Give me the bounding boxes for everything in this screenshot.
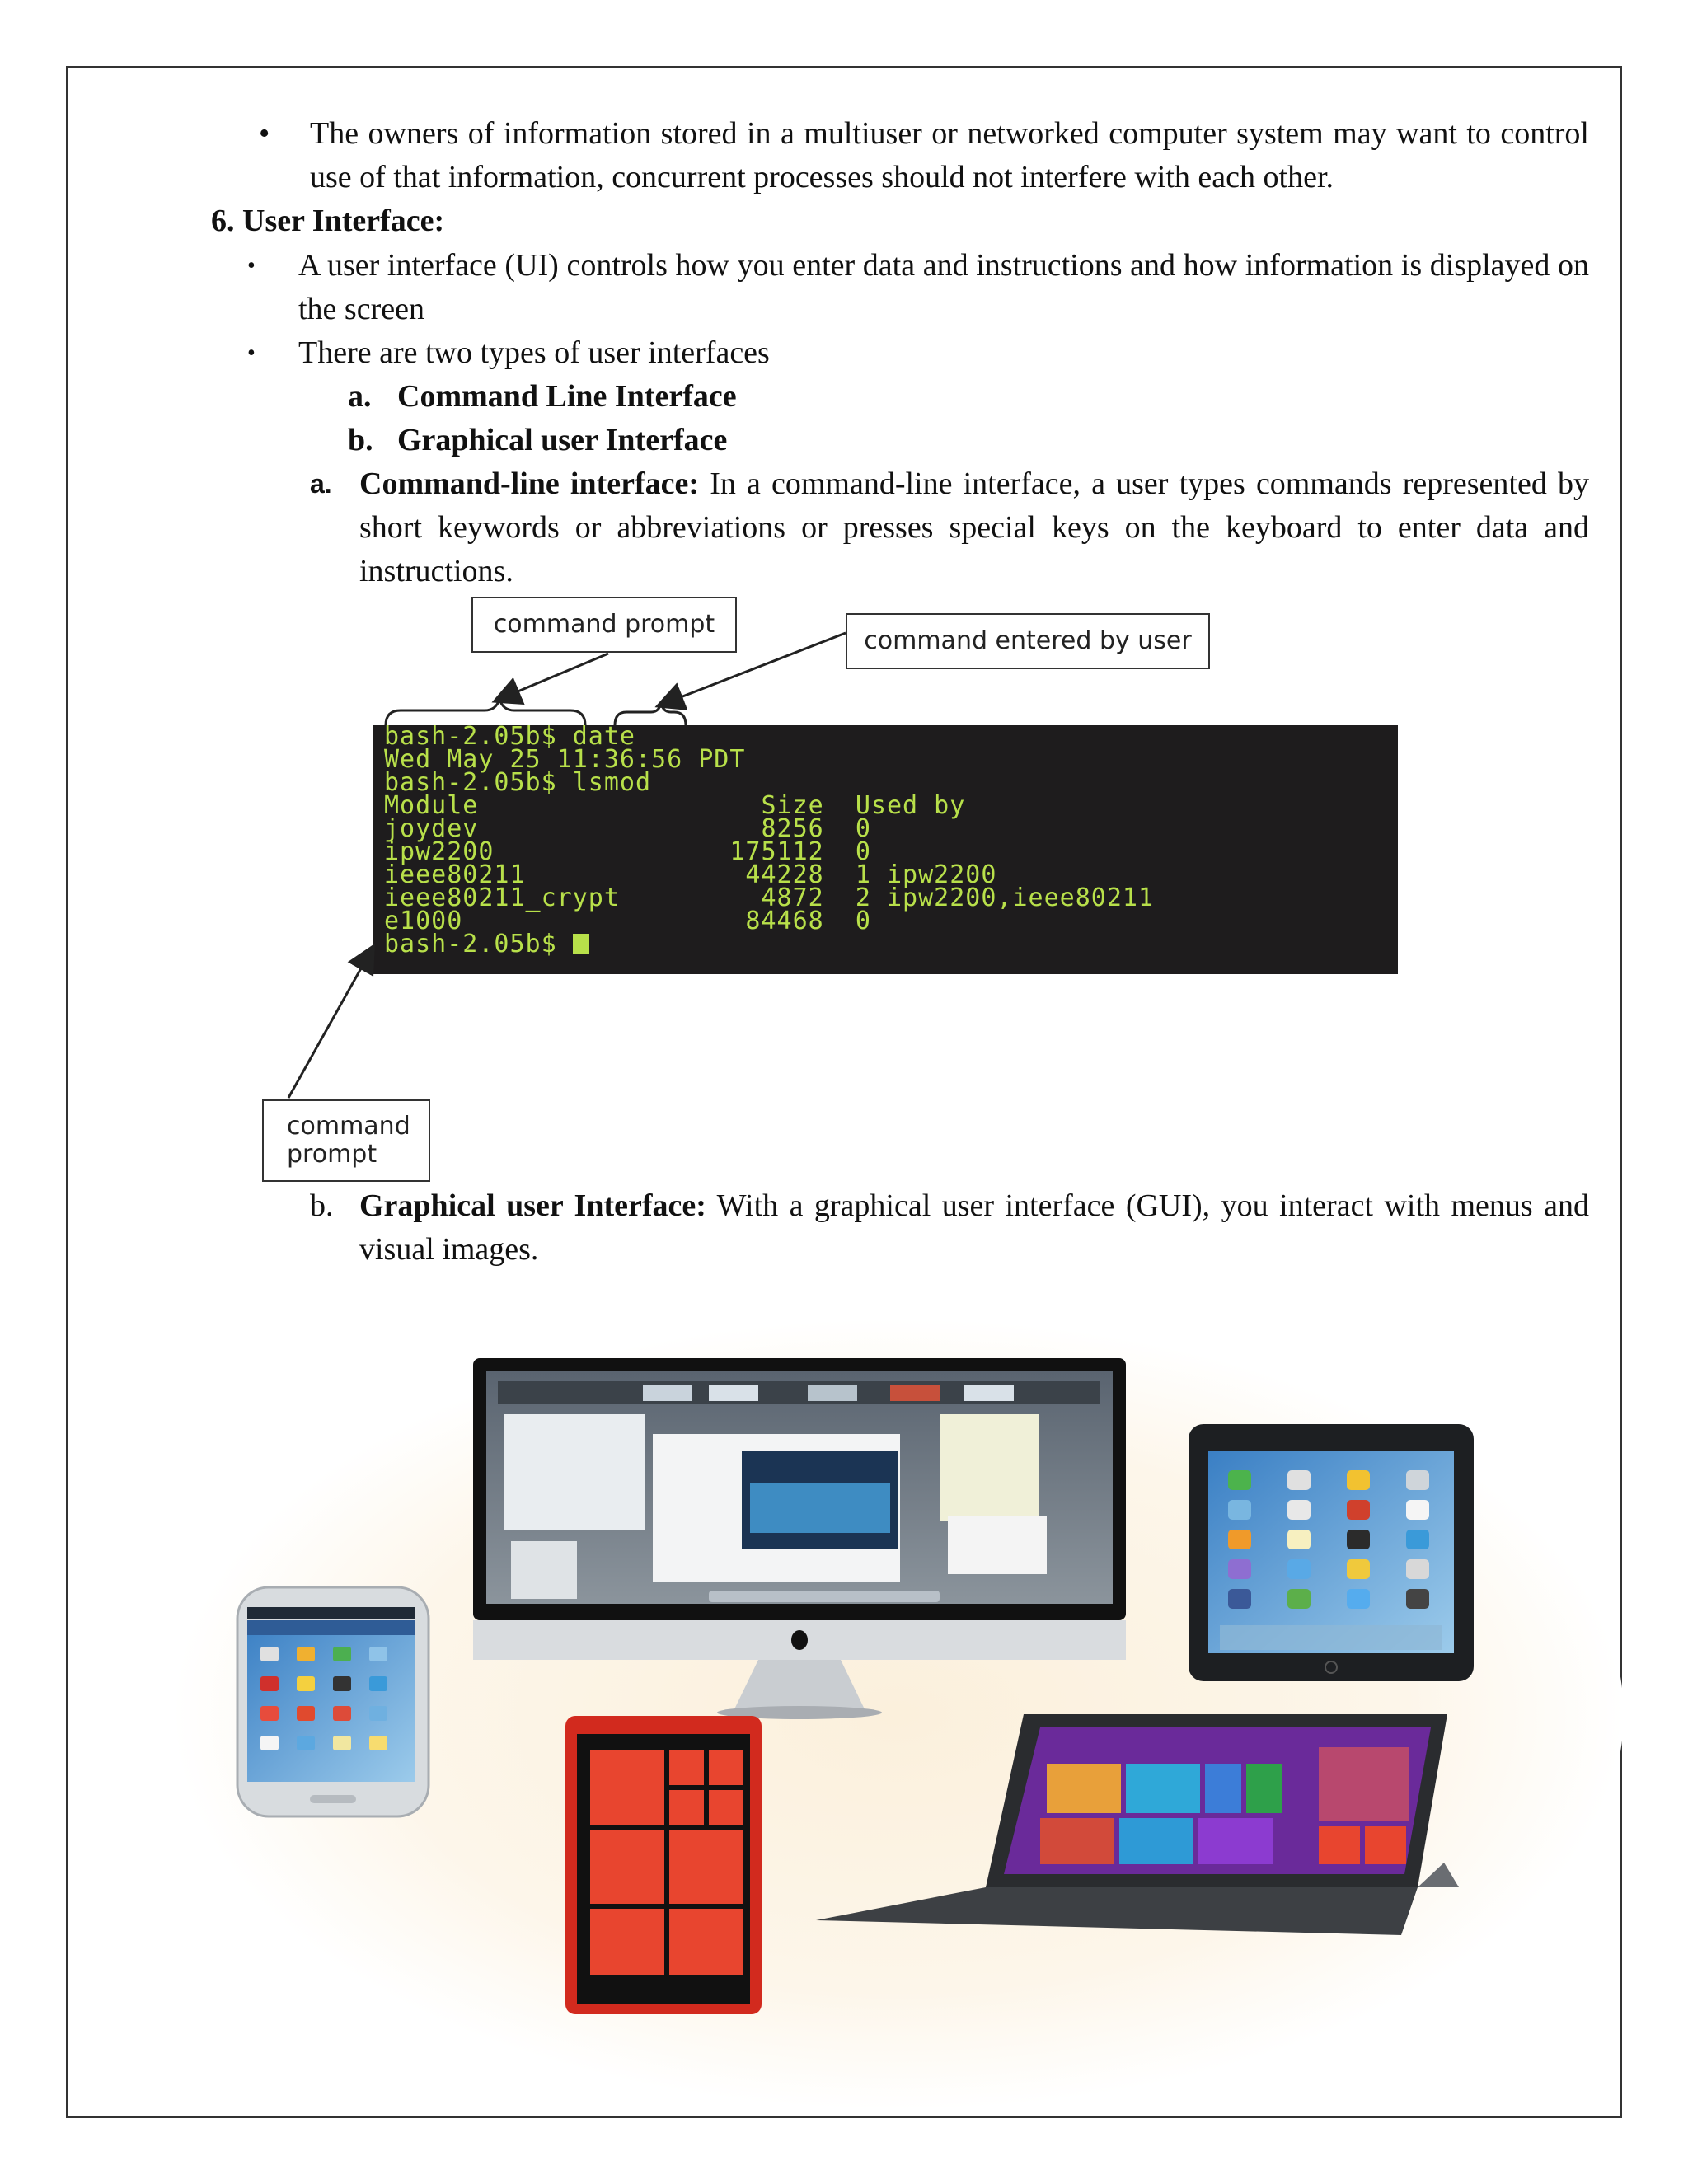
bullet-dot: • (247, 253, 256, 279)
arrow-command-prompt (491, 652, 609, 705)
callout-command-entered: command entered by user (846, 613, 1210, 669)
cli-description: In a command-line interface, a user type… (359, 466, 1589, 588)
terminal-screenshot: bash-2.05b$ date Wed May 25 11:36:56 PDT… (373, 722, 1398, 974)
terminal-line: ieee80211_crypt 4872 2 ipw2200,ieee80211 (384, 883, 1155, 912)
intro-bullet-text: The owners of information stored in a mu… (310, 116, 1589, 194)
windows-surface-tablet (816, 1714, 1459, 1935)
windows-phone (565, 1716, 762, 2014)
terminal-line: e1000 84468 0 (384, 907, 871, 935)
gui-description: With a graphical user interface (GUI), y… (359, 1188, 1589, 1267)
terminal-prompt-line: bash-2.05b$ (384, 932, 589, 957)
terminal-cursor (572, 934, 589, 954)
terminal-line: joydev 8256 0 (384, 814, 871, 843)
type-item-gui: b.Graphical user Interface (348, 423, 728, 457)
cli-paragraph: Command-line interface: In a command-lin… (359, 462, 1589, 593)
imac-desktop (473, 1358, 1126, 1719)
gui-paragraph: Graphical user Interface: With a graphic… (359, 1184, 1589, 1272)
callout-command-prompt-bottom: command prompt (262, 1099, 430, 1182)
arrow-command-prompt-bottom (287, 943, 375, 1099)
callout-command-prompt-top: command prompt (471, 597, 737, 653)
gui-marker: b. (310, 1188, 334, 1223)
type-item-cli: a.Command Line Interface (348, 379, 737, 414)
terminal-line: bash-2.05b$ lsmod (384, 768, 652, 797)
gui-term: Graphical user Interface: (359, 1188, 706, 1223)
ipad-tablet (1189, 1424, 1474, 1681)
cli-term: Command-line interface: (359, 466, 700, 501)
terminal-line: bash-2.05b$ date (384, 722, 635, 751)
terminal-line: Wed May 25 11:36:56 PDT (384, 745, 746, 774)
section-title: User Interface: (242, 204, 445, 238)
cli-marker: a. (310, 469, 332, 499)
terminal-line: Module Size Used by (384, 791, 966, 820)
bullet-dot: • (247, 340, 256, 366)
bullet-ui-definition: A user interface (UI) controls how you e… (298, 248, 1589, 326)
section-number: 6. (211, 204, 235, 238)
section-heading: 6. User Interface: (211, 199, 444, 243)
bullet-dot: • (259, 116, 270, 151)
terminal-line: ieee80211 44228 1 ipw2200 (384, 860, 997, 889)
terminal-line: ipw2200 175112 0 (384, 837, 871, 866)
bullet-ui-types: There are two types of user interfaces (298, 335, 770, 370)
android-smartphone (236, 1586, 430, 1818)
page-border (66, 66, 1622, 2118)
arrow-command-entered (654, 631, 846, 710)
